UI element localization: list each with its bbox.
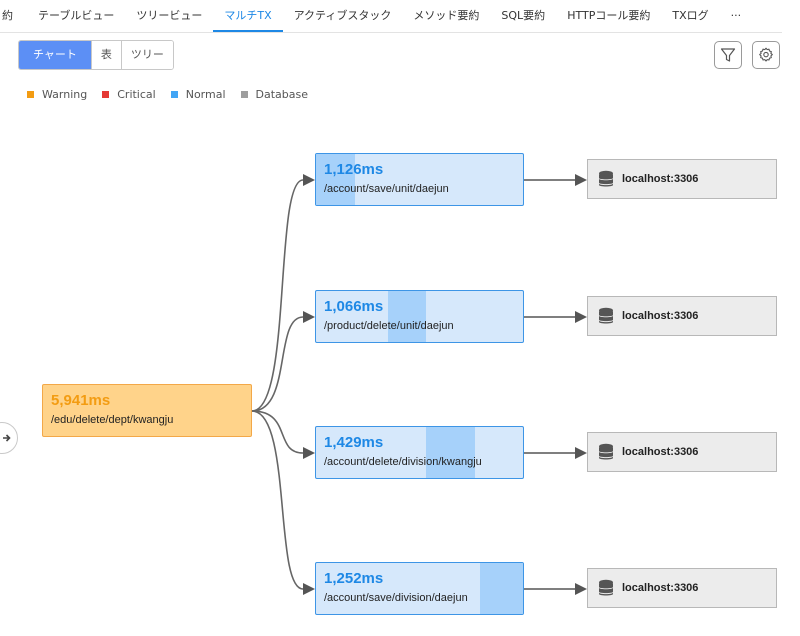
child-time: 1,126ms <box>324 161 384 178</box>
call-edge-arrow <box>303 583 315 595</box>
call-edge-arrow <box>303 174 315 186</box>
database-icon <box>599 579 613 596</box>
database-label: localhost:3306 <box>622 173 699 185</box>
db-edge-arrow <box>575 447 587 459</box>
view-toggle: チャート 表 ツリー <box>18 40 174 70</box>
tab-6[interactable]: SQL要約 <box>501 9 546 22</box>
filter-icon <box>720 48 736 62</box>
legend-item-database[interactable]: Database <box>240 88 309 101</box>
database-label: localhost:3306 <box>622 582 699 594</box>
legend-item-warning[interactable]: Warning <box>27 88 87 101</box>
tab-0[interactable]: 約 <box>2 9 13 22</box>
tab-2[interactable]: ツリービュー <box>136 9 203 22</box>
table-view-button[interactable]: 表 <box>90 41 121 69</box>
child-path: /account/save/unit/daejun <box>324 183 449 195</box>
timeline-bar <box>479 563 523 614</box>
legend-swatch <box>170 91 178 98</box>
timeline-bar <box>388 291 426 342</box>
call-edge <box>251 316 304 412</box>
child-transaction-node[interactable]: 1,252ms/account/save/division/daejun <box>315 562 524 615</box>
arrow-right-icon <box>3 434 11 442</box>
legend-item-critical[interactable]: Critical <box>102 88 156 101</box>
database-node[interactable]: localhost:3306 <box>587 568 777 608</box>
db-edge-arrow <box>575 311 587 323</box>
filter-button[interactable] <box>714 41 742 69</box>
child-time: 1,429ms <box>324 434 384 451</box>
child-path: /account/delete/division/kwangju <box>324 456 482 468</box>
call-edge <box>251 179 304 412</box>
tab-8[interactable]: TXログ <box>672 9 709 22</box>
timeline-bar <box>316 154 356 205</box>
timeline-bar <box>425 427 476 478</box>
tab-4[interactable]: アクティブスタック <box>293 9 392 22</box>
root-transaction-node[interactable]: 5,941ms /edu/delete/dept/kwangju <box>42 384 252 437</box>
call-edge <box>251 410 304 590</box>
database-icon <box>599 443 613 460</box>
tab-bar: 約 テーブルビュー ツリービューマルチTX アクティブスタック メソッド要約 SQL要約 H… <box>0 0 782 33</box>
settings-button[interactable] <box>752 41 780 69</box>
legend-item-normal[interactable]: Normal <box>170 88 226 101</box>
child-time: 1,066ms <box>324 298 384 315</box>
database-icon <box>599 307 613 324</box>
legend-label: Critical <box>117 88 156 101</box>
legend-label: Database <box>255 88 309 101</box>
legend-label: Warning <box>42 88 88 101</box>
tree-view-button[interactable]: ツリー <box>120 41 173 69</box>
root-path: /edu/delete/dept/kwangju <box>51 414 174 426</box>
legend-swatch <box>102 91 110 98</box>
call-edge-arrow <box>303 447 315 459</box>
root-time: 5,941ms <box>51 392 111 409</box>
database-node[interactable]: localhost:3306 <box>587 296 777 336</box>
legend: Warning Critical Normal Database <box>27 88 323 101</box>
database-label: localhost:3306 <box>622 310 699 322</box>
db-edge-arrow <box>575 174 587 186</box>
child-transaction-node[interactable]: 1,066ms/product/delete/unit/daejun <box>315 290 524 343</box>
chart-view-button[interactable]: チャート <box>19 41 91 69</box>
tab-7[interactable]: HTTPコール要約 <box>567 9 651 22</box>
database-node[interactable]: localhost:3306 <box>587 159 777 199</box>
gear-icon <box>759 47 773 62</box>
child-path: /account/save/division/daejun <box>324 592 468 604</box>
legend-swatch <box>240 91 248 98</box>
call-edge <box>251 410 304 454</box>
call-edge-arrow <box>303 311 315 323</box>
child-transaction-node[interactable]: 1,126ms/account/save/unit/daejun <box>315 153 524 206</box>
tab-5[interactable]: メソッド要約 <box>413 9 480 22</box>
database-icon <box>599 170 613 187</box>
legend-label: Normal <box>185 88 226 101</box>
db-edge-arrow <box>575 583 587 595</box>
tab-1[interactable]: テーブルビュー <box>38 9 115 22</box>
tab-more[interactable]: ··· <box>730 9 742 22</box>
child-path: /product/delete/unit/daejun <box>324 320 454 332</box>
database-label: localhost:3306 <box>622 446 699 458</box>
child-time: 1,252ms <box>324 570 384 587</box>
legend-swatch <box>27 91 34 98</box>
child-transaction-node[interactable]: 1,429ms/account/delete/division/kwangju <box>315 426 524 479</box>
database-node[interactable]: localhost:3306 <box>587 432 777 472</box>
tab-3[interactable]: マルチTX <box>213 0 283 32</box>
